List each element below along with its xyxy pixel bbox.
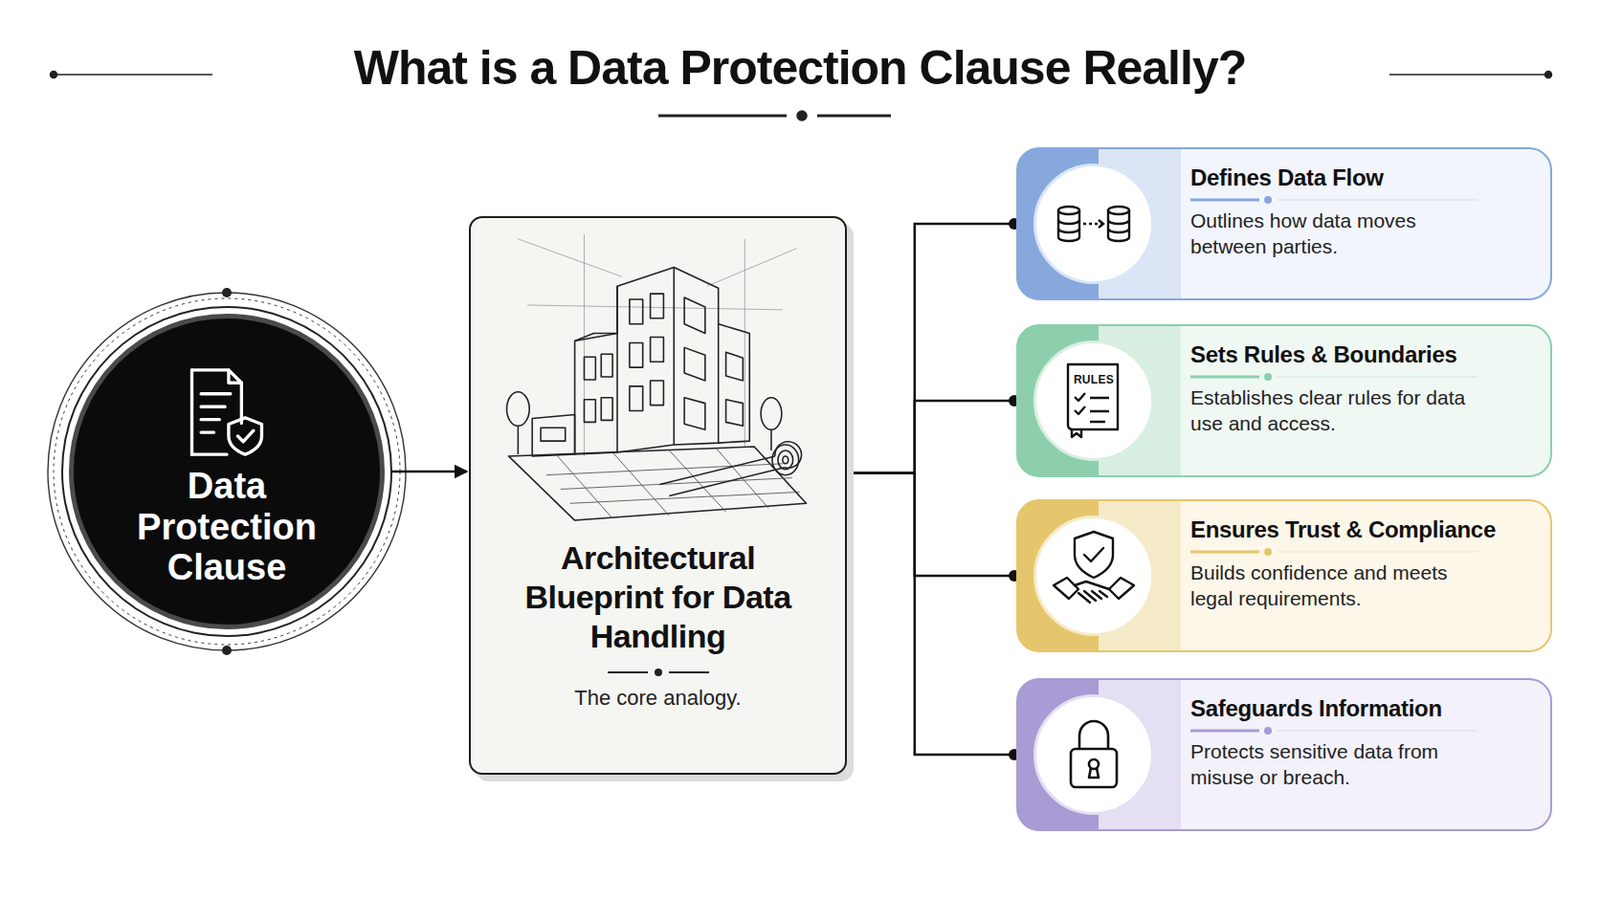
card-text: Sets Rules & BoundariesEstablishes clear… <box>1190 341 1539 437</box>
card-text: Safeguards InformationProtects sensitive… <box>1190 695 1539 791</box>
rules-icon <box>1036 343 1152 459</box>
icon-badge <box>1033 694 1155 816</box>
document-shield-icon <box>180 366 273 459</box>
connector <box>381 466 467 477</box>
connector-path <box>386 470 467 474</box>
node-body: The core analogy. <box>574 686 741 712</box>
node-body: Outlines how data moves between parties. <box>1190 207 1478 261</box>
connector-path <box>846 473 1015 756</box>
node-heading: Sets Rules & Boundaries <box>1190 341 1539 370</box>
feature-card: Ensures Trust & ComplianceBuilds confide… <box>1016 499 1553 653</box>
divider <box>1190 192 1478 208</box>
node-body: Establishes clear rules for data use and… <box>1190 384 1478 438</box>
feature-card: Defines Data FlowOutlines how data moves… <box>1016 147 1553 301</box>
analogy-panel: Architectural Blueprint for Data Handlin… <box>468 216 847 776</box>
flow-icon <box>1036 166 1152 282</box>
connector <box>846 473 1021 582</box>
divider <box>1190 544 1478 560</box>
node-body: Builds confidence and meets legal requir… <box>1190 559 1478 613</box>
node-heading: Ensures Trust & Compliance <box>1190 516 1539 545</box>
node-heading: Defines Data Flow <box>1190 164 1539 193</box>
feature-card: RULES Sets Rules & BoundariesEstablishes … <box>1016 324 1553 478</box>
book-label: RULES <box>1036 373 1152 387</box>
clause-circle: Data Protection Clause <box>68 313 385 630</box>
connector-path <box>846 223 1015 474</box>
node-body: Protects sensitive data from misuse or b… <box>1190 738 1478 792</box>
card-text: Defines Data FlowOutlines how data moves… <box>1190 164 1539 260</box>
connector-path <box>846 400 1015 474</box>
divider <box>605 665 712 681</box>
title: What is a Data Protection Clause Really? <box>0 40 1600 96</box>
divider <box>1190 369 1478 385</box>
feature-card: Safeguards InformationProtects sensitive… <box>1016 678 1553 832</box>
connector-path <box>846 473 1015 577</box>
divider <box>1190 723 1478 739</box>
trust-icon <box>1036 518 1152 634</box>
lock-icon <box>1036 697 1152 813</box>
node-heading: Data Protection Clause <box>116 466 337 589</box>
connector <box>846 473 1021 761</box>
node-heading: Architectural Blueprint for Data Handlin… <box>514 538 802 656</box>
node-heading: Safeguards Information <box>1190 695 1539 724</box>
icon-badge <box>1033 515 1155 637</box>
connector <box>846 395 1021 474</box>
connector <box>846 218 1021 474</box>
building-blueprint-illustration <box>470 218 845 534</box>
icon-badge: RULES <box>1033 340 1155 462</box>
icon-badge <box>1033 163 1155 285</box>
card-text: Ensures Trust & ComplianceBuilds confide… <box>1190 516 1539 612</box>
